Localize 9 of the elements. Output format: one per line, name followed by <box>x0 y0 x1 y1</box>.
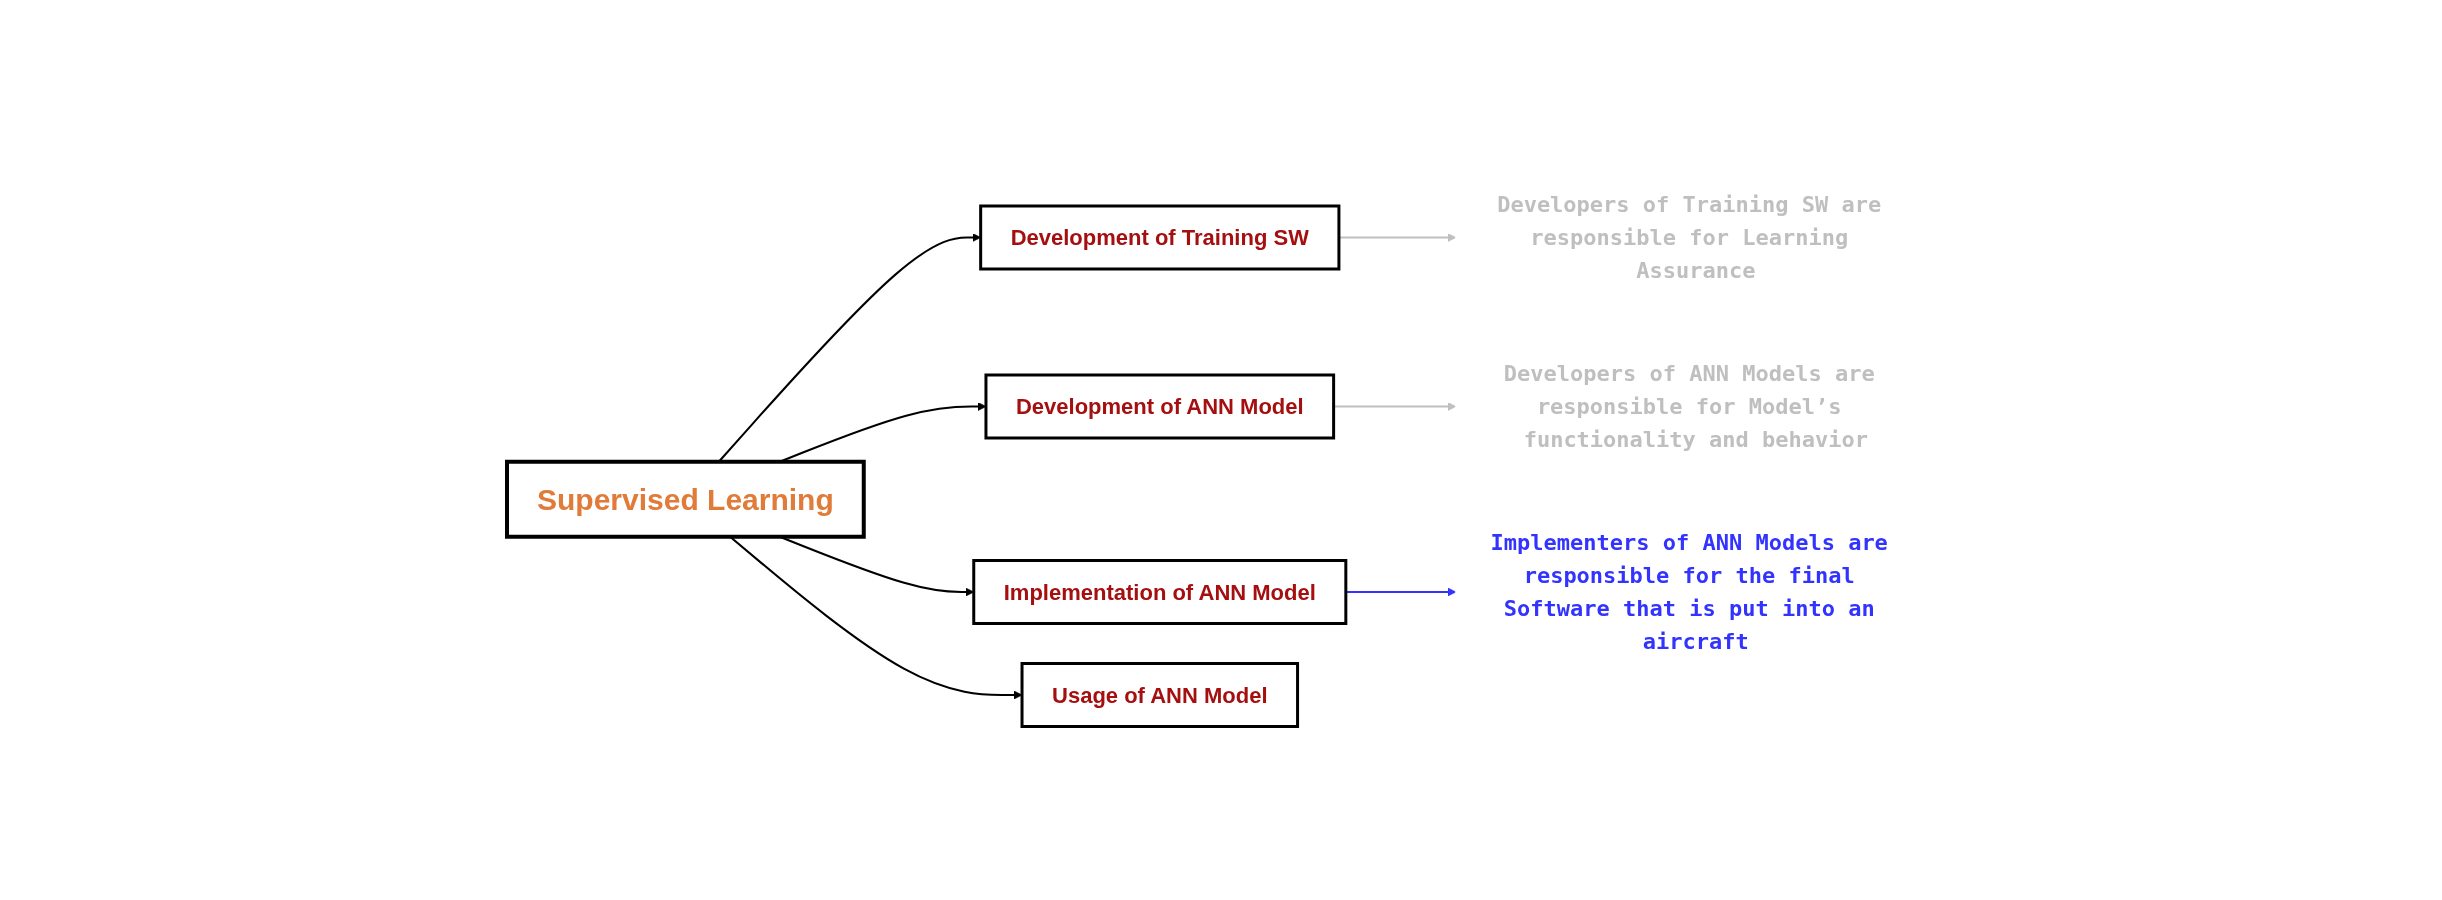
node-box: Supervised Learning <box>504 460 866 539</box>
node-box: Implementation of ANN Model <box>971 559 1347 626</box>
node-box: Development of ANN Model <box>984 373 1335 440</box>
node-text: Developers of ANN Models are responsible for Model’s functionality and behavior <box>1503 361 1875 453</box>
node-text: Implementers of ANN Models are responsible for the final Software that is put into an aircraft <box>1490 530 1888 655</box>
node-box: Development of Training SW <box>978 204 1340 271</box>
node-box: Usage of ANN Model <box>1020 662 1299 729</box>
arrow <box>717 233 981 463</box>
node-text: Developers of Training SW are responsible for Learning Assurance <box>1496 192 1881 284</box>
